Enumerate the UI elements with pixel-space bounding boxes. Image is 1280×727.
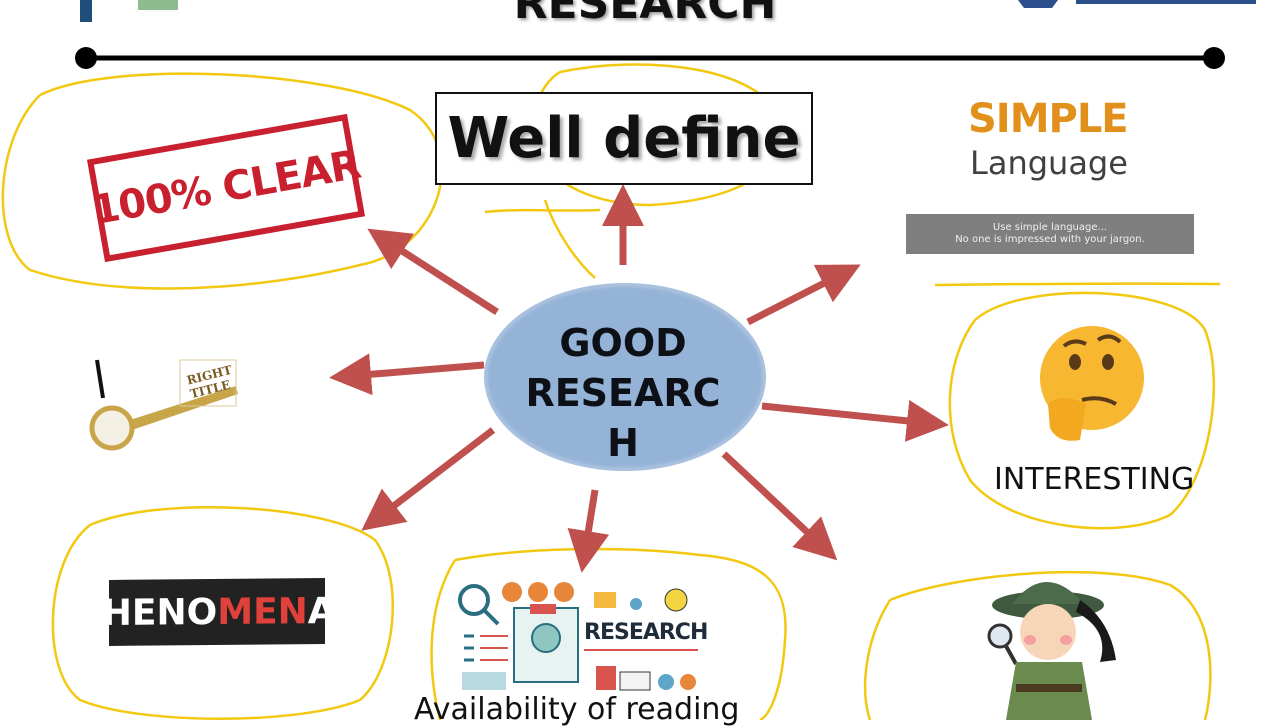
center-label: GOOD RESEARC H (500, 318, 746, 468)
arrow-right (761, 399, 949, 442)
phenomenal-part-1: PHENO (75, 591, 218, 634)
highlight-availability (430, 547, 787, 720)
arrow-upper-right (746, 264, 861, 326)
phenomenal-part-3: AL (307, 590, 359, 632)
connector-arrows (329, 184, 949, 573)
banner-line-2: No one is impressed with your jargon. (955, 234, 1145, 245)
page-title: RESEARCH (513, 0, 777, 29)
highlight-interesting (948, 291, 1215, 530)
phenomenal-label: PHENOMENAL (75, 590, 358, 633)
center-line-1: GOOD (559, 321, 687, 365)
arrow-lower-left (361, 427, 496, 531)
highlight-phenomenal (51, 506, 394, 720)
thinking-face-icon (1040, 326, 1144, 441)
arrow-left (329, 353, 485, 396)
center-line-3: H (607, 421, 639, 465)
interesting-label: INTERESTING (994, 462, 1195, 497)
banner-line-1: Use simple language... (992, 222, 1108, 233)
magnifier-key-icon (89, 359, 238, 451)
research-collage-illustration (458, 582, 698, 691)
detective-icon (987, 582, 1116, 720)
logo-left-partial (80, 0, 178, 22)
simple-language-banner: Use simple language... No one is impress… (906, 214, 1194, 254)
center-ellipse (484, 283, 766, 471)
arrow-down (567, 489, 610, 573)
center-line-2: RESEARC (525, 371, 721, 415)
node-phenomenal: PHENOMENAL (75, 578, 359, 646)
logo-right-partial (1018, 0, 1256, 8)
arrow-upper-left (367, 228, 499, 315)
node-well-define: Well define (435, 92, 813, 185)
arrow-lower-right (721, 451, 838, 561)
title-rule (75, 47, 1225, 69)
highlight-simple-underline (934, 282, 1221, 287)
well-define-label: Well define (447, 106, 801, 171)
highlight-clear (1, 72, 443, 290)
simple-label: SIMPLE (968, 96, 1129, 142)
research-collage-label: RESEARCH (584, 620, 708, 645)
clear-stamp-label: 100% CLEAR (88, 141, 364, 235)
language-label: Language (970, 144, 1128, 182)
phenomenal-part-2: MEN (217, 590, 308, 633)
highlight-detective (863, 570, 1212, 720)
availability-label: Availability of reading (414, 692, 740, 727)
